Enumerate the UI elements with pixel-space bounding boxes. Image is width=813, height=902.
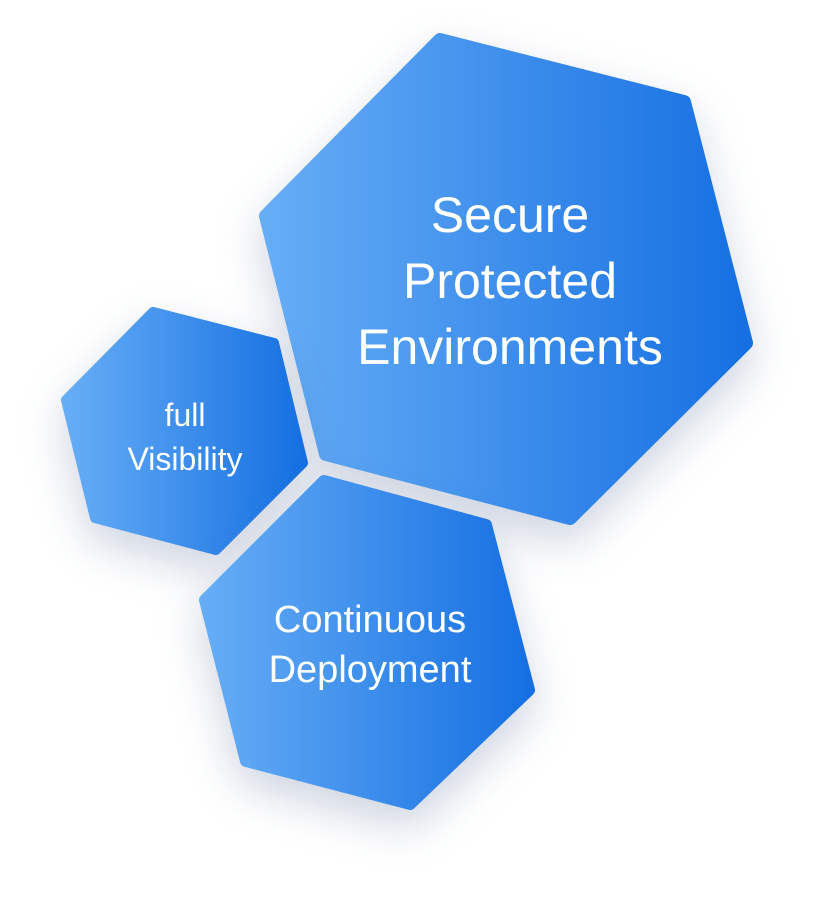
- label-line: Environments: [357, 319, 663, 375]
- continuous-deployment-label: Continuous Deployment: [225, 595, 515, 695]
- hexagon-full-visibility: [61, 307, 308, 555]
- hexagon-secure-protected-environments: [259, 33, 753, 525]
- hexagon-continuous-deployment: [199, 475, 535, 810]
- label-line: Visibility: [127, 441, 243, 477]
- secure-protected-environments-label: Secure Protected Environments: [300, 182, 720, 380]
- full-visibility-label: full Visibility: [90, 393, 280, 481]
- label-line: full: [164, 397, 206, 433]
- label-line: Secure: [430, 187, 590, 243]
- label-line: Protected: [402, 253, 617, 309]
- label-line: Continuous: [273, 599, 467, 641]
- label-line: Deployment: [268, 649, 472, 691]
